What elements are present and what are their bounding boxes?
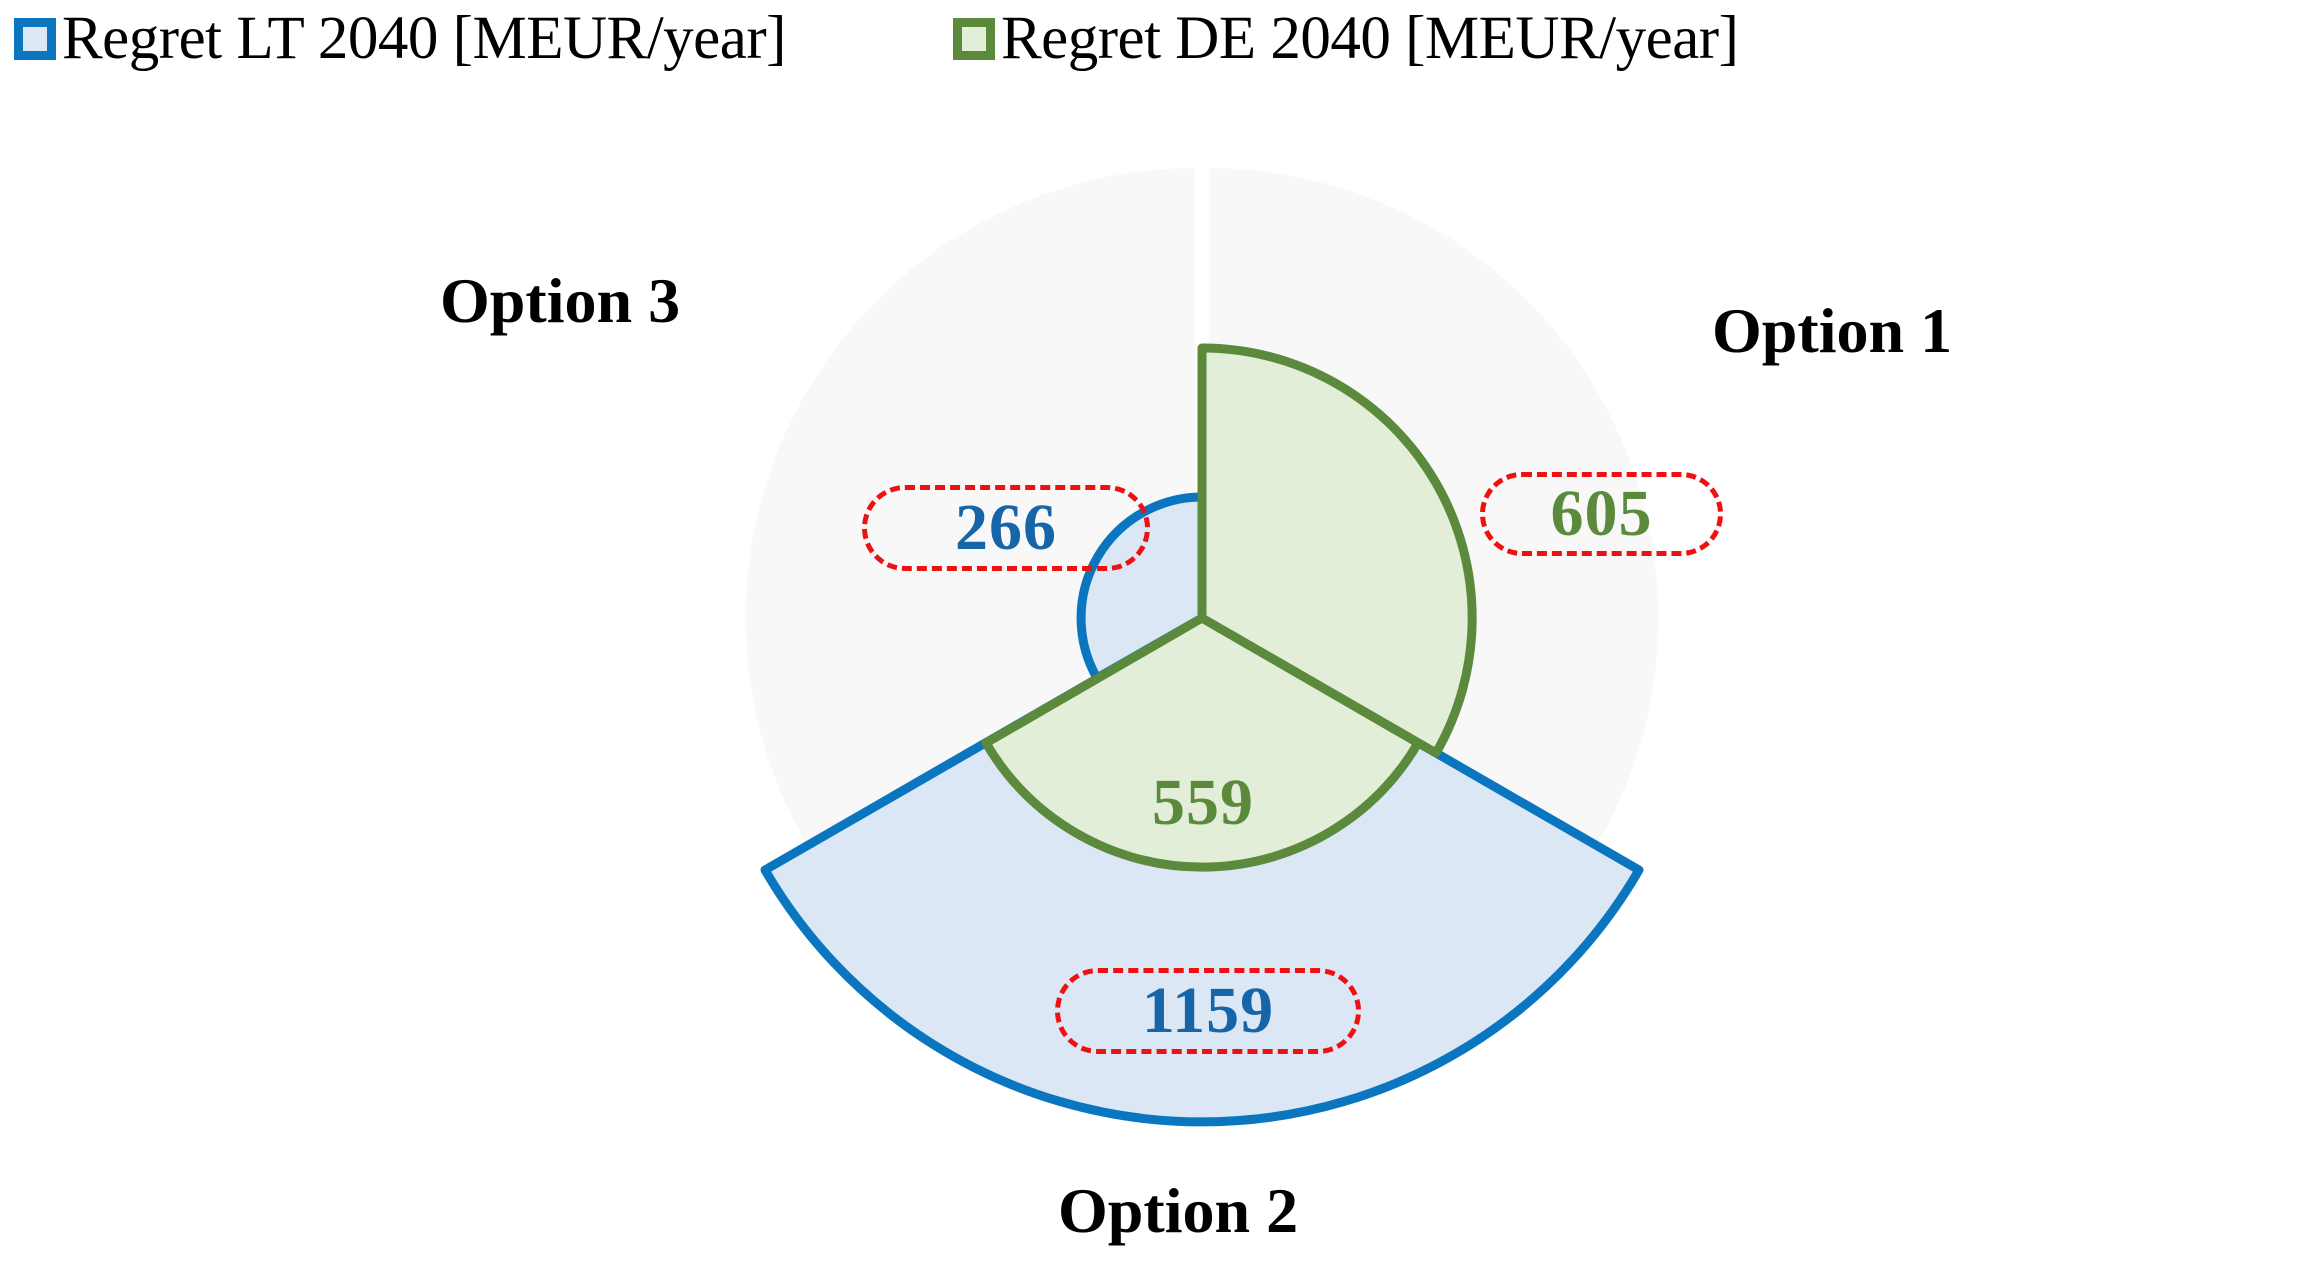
legend-swatch-de <box>952 18 995 60</box>
legend-swatch-lt <box>14 18 56 60</box>
value-label-option2-de: 559 <box>1152 766 1254 839</box>
legend-entry-regret-de[interactable]: Regret DE 2040 [MEUR/year] <box>952 5 1739 72</box>
sector-de-option1[interactable] <box>1197 343 1477 758</box>
legend-label-lt: Regret LT 2040 [MEUR/year] <box>62 5 786 72</box>
value-label-option1-de: 605 <box>1480 472 1723 556</box>
series-regret-de <box>981 343 1477 872</box>
background-sector-option3 <box>745 168 1195 843</box>
sector-de-option2[interactable] <box>981 613 1423 872</box>
value-label-option2-lt: 1159 <box>1055 968 1361 1054</box>
legend-entry-regret-lt[interactable]: Regret LT 2040 [MEUR/year] <box>14 8 786 70</box>
value-label-option3-lt: 266 <box>862 485 1150 571</box>
category-label-option-3: Option 3 <box>440 265 681 336</box>
chart-legend: Regret LT 2040 [MEUR/year] Regret DE 204… <box>0 0 2297 78</box>
category-label-option-1: Option 1 <box>1712 295 1953 366</box>
category-label-option-2: Option 2 <box>1058 1175 1299 1246</box>
legend-label-de: Regret DE 2040 [MEUR/year] <box>1000 5 1739 72</box>
